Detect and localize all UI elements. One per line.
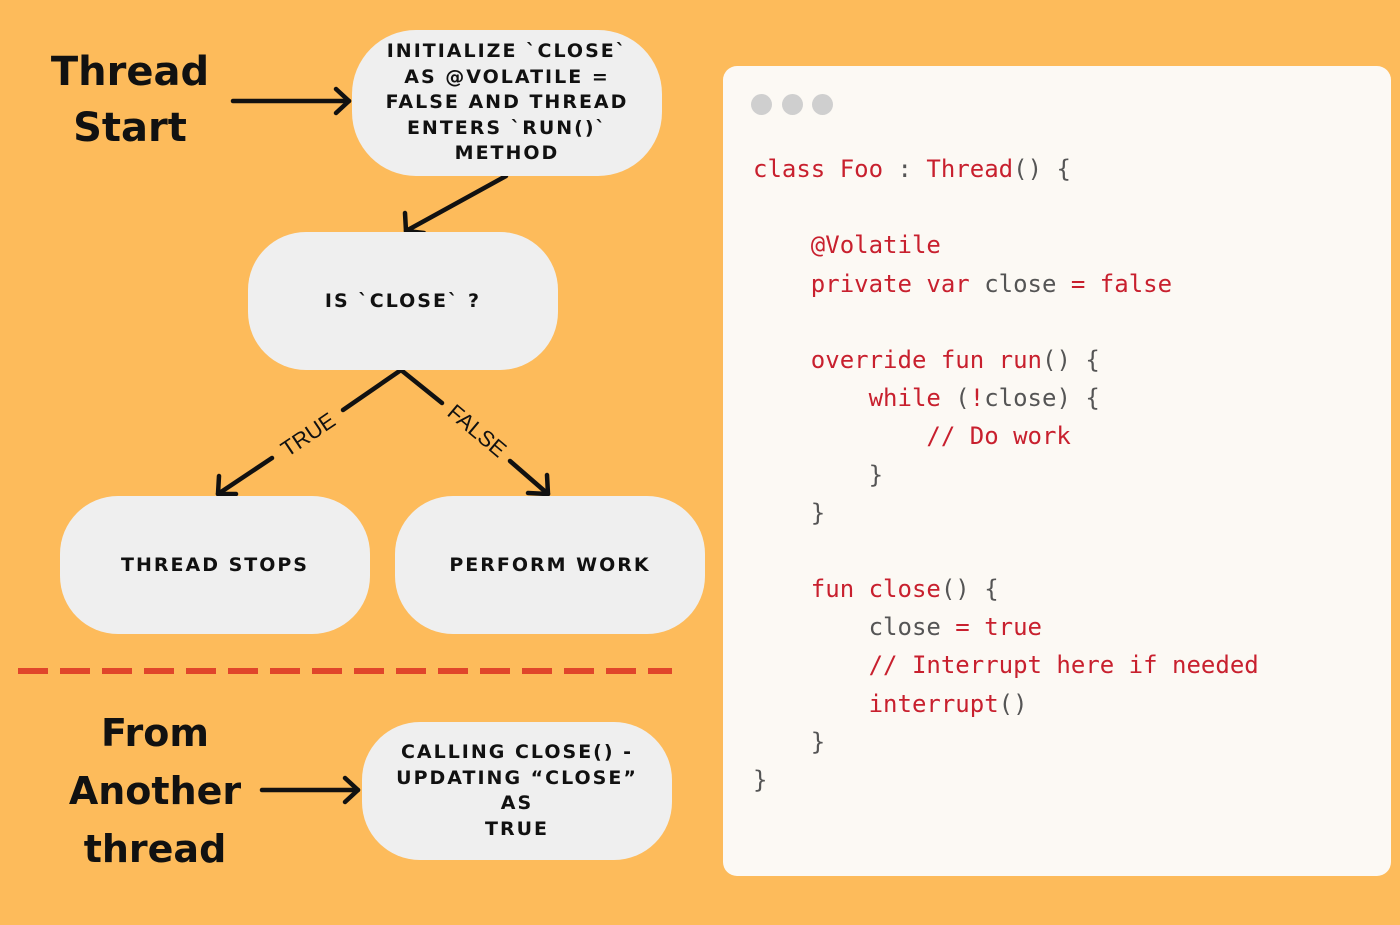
false-arrow-lower [507, 458, 551, 497]
code-token: ! [969, 384, 985, 413]
code-token: class [753, 155, 840, 183]
code-token: close) { [984, 384, 1100, 413]
code-line [753, 188, 1259, 226]
close-check-node: IS `CLOSE` ? [248, 232, 558, 370]
calling-close-node: CALLING CLOSE() - UPDATING “CLOSE” AS TR… [362, 722, 672, 860]
code-line: } [753, 494, 1259, 532]
code-token: run [998, 345, 1042, 374]
code-token: () { [1013, 155, 1071, 183]
false-arrow-head [525, 472, 551, 497]
code-token: // Interrupt here if needed [753, 651, 1259, 680]
another-thread-label: From Another thread [50, 704, 260, 878]
code-token: () { [940, 575, 999, 604]
code-token: Foo [839, 155, 884, 183]
code-token: // Do work [753, 422, 1071, 451]
code-line: private var close = false [753, 265, 1259, 303]
code-token: } [753, 766, 768, 794]
branch-false-label: FALSE [443, 399, 512, 462]
init-node: INITIALIZE `CLOSE` AS @VOLATILE = FALSE … [352, 30, 662, 176]
code-line: } [753, 723, 1259, 761]
code-token: close [984, 269, 1071, 298]
window-dot-icon [812, 94, 833, 115]
true-arrow-upper [340, 367, 404, 413]
code-line [753, 532, 1259, 570]
code-line: } [753, 761, 1259, 799]
true-arrow-lower [215, 455, 275, 497]
code-block: class Foo : Thread() { @Volatile private… [753, 150, 1259, 799]
code-token: private var [753, 269, 985, 298]
code-line: interrupt() [753, 685, 1259, 723]
close-check-text: IS `CLOSE` ? [324, 290, 482, 312]
calling-close-text: CALLING CLOSE() - UPDATING “CLOSE” AS TR… [396, 741, 638, 840]
code-token: interrupt [753, 689, 999, 718]
window-dot-icon [751, 94, 772, 115]
code-line: @Volatile [753, 226, 1259, 264]
window-dot-icon [782, 94, 803, 115]
code-token: close [753, 613, 956, 642]
code-token: true [984, 613, 1042, 642]
code-token: } [753, 727, 826, 756]
code-token: false [1099, 269, 1173, 298]
code-line: close = true [753, 608, 1259, 646]
code-token: while [753, 384, 956, 413]
code-line: // Interrupt here if needed [753, 646, 1259, 684]
code-token: Thread [926, 155, 1014, 183]
perform-work-node: PERFORM WORK [395, 496, 705, 634]
code-line: fun close() { [753, 570, 1259, 608]
code-line [753, 303, 1259, 341]
code-token: = [1070, 269, 1100, 298]
init-to-check-arrow [403, 173, 509, 234]
code-window: class Foo : Thread() { @Volatile private… [723, 66, 1391, 876]
code-line: class Foo : Thread() { [753, 150, 1259, 188]
perform-work-text: PERFORM WORK [449, 554, 651, 576]
code-token: = [955, 613, 985, 642]
code-token: fun [753, 575, 869, 604]
branch-true-label: TRUE [276, 407, 340, 461]
code-line: while (!close) { [753, 379, 1259, 417]
code-token: close [868, 575, 941, 604]
code-token: : [883, 155, 927, 183]
code-token: } [753, 498, 826, 527]
start-arrow-head [333, 86, 352, 116]
true-arrow-head [215, 473, 239, 497]
thread-stops-node: THREAD STOPS [60, 496, 370, 634]
code-token: override fun [753, 345, 999, 374]
code-token: () [998, 689, 1028, 718]
code-line: } [753, 456, 1259, 494]
init-node-text: INITIALIZE `CLOSE` AS @VOLATILE = FALSE … [385, 40, 629, 165]
code-line: override fun run() { [753, 341, 1259, 379]
thread-start-label: Thread Start [40, 44, 220, 156]
code-token: @Volatile [753, 231, 941, 260]
code-token: ( [955, 384, 970, 413]
false-arrow-upper [398, 367, 445, 406]
code-line: // Do work [753, 417, 1259, 455]
thread-start-text: Thread Start [50, 49, 210, 151]
thread-stops-text: THREAD STOPS [121, 554, 309, 576]
code-token: } [753, 460, 884, 489]
code-token: () { [1042, 345, 1100, 374]
another-thread-arrow-head [342, 775, 361, 805]
another-thread-text: From Another thread [68, 711, 242, 871]
